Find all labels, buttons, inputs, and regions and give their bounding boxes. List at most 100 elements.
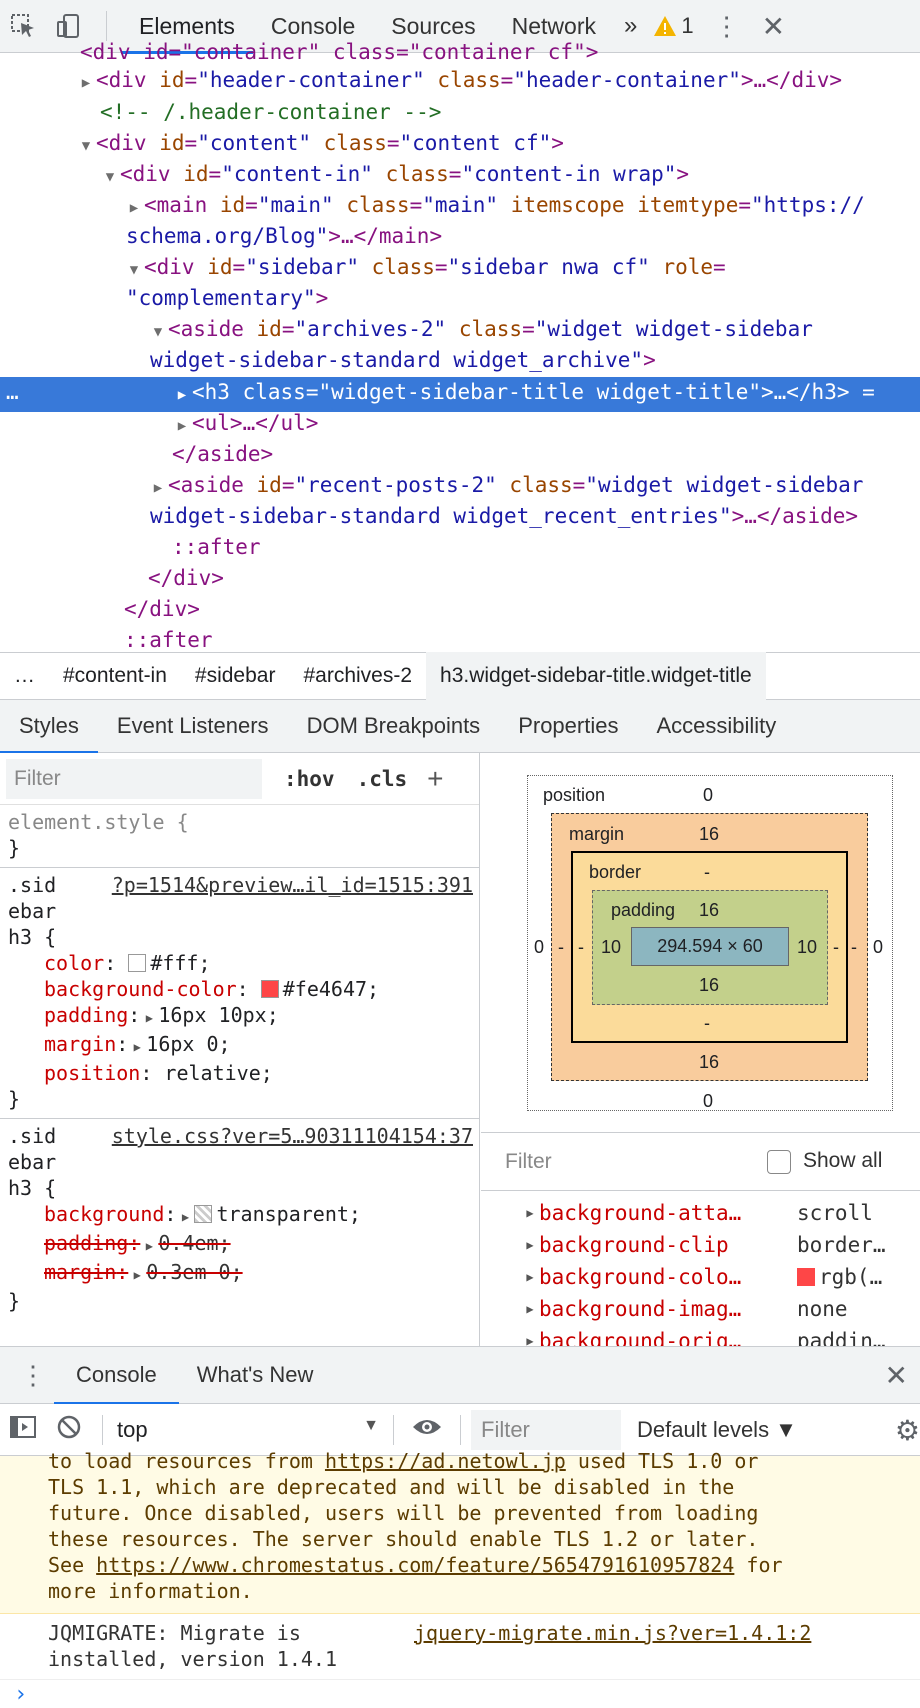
expand-arrow-icon[interactable]: ▶ bbox=[526, 1206, 534, 1220]
console-prompt-icon[interactable]: › bbox=[14, 1682, 28, 1707]
tab-dom-breakpoints[interactable]: DOM Breakpoints bbox=[306, 713, 481, 738]
dom-node-aside-close[interactable]: </aside> bbox=[172, 442, 274, 466]
computed-row[interactable]: ▶background-atta…scroll bbox=[481, 1197, 920, 1229]
computed-filter-input[interactable]: Filter bbox=[505, 1149, 552, 1173]
dom-node-container[interactable]: <div id="container" class="container cf"… bbox=[80, 40, 599, 64]
expand-arrow-icon[interactable]: ▶ bbox=[526, 1334, 534, 1348]
dom-node-recent-posts[interactable]: ▶<aside id="recent-posts-2" class="widge… bbox=[0, 470, 920, 505]
css-property[interactable]: background:▶transparent; bbox=[8, 1201, 479, 1230]
margin-bottom-value[interactable]: 16 bbox=[699, 1052, 720, 1072]
collapse-arrow-icon[interactable]: ▼ bbox=[153, 324, 163, 340]
expand-arrow-icon[interactable]: ▶ bbox=[181, 1210, 190, 1224]
show-all-checkbox[interactable] bbox=[767, 1150, 791, 1174]
padding-left-value[interactable]: 10 bbox=[601, 937, 622, 957]
dom-node-archives[interactable]: ▼<aside id="archives-2" class="widget wi… bbox=[0, 314, 920, 349]
hov-toggle[interactable]: :hov bbox=[284, 766, 335, 791]
breadcrumb-content-in[interactable]: #content-in bbox=[63, 664, 167, 687]
warnings-counter[interactable]: 1 bbox=[653, 13, 694, 39]
inspect-element-icon[interactable] bbox=[0, 0, 46, 53]
css-property-overridden[interactable]: padding:▶0.4em; bbox=[8, 1230, 479, 1259]
breadcrumb-sidebar[interactable]: #sidebar bbox=[194, 664, 276, 687]
padding-right-value[interactable]: 10 bbox=[797, 937, 818, 957]
console-link[interactable]: https://ad.netowl.jp bbox=[324, 1449, 566, 1473]
position-bottom-value[interactable]: 0 bbox=[703, 1091, 714, 1111]
tab-event-listeners[interactable]: Event Listeners bbox=[116, 713, 269, 738]
clear-console-icon[interactable] bbox=[46, 1414, 92, 1445]
dom-node-div-close[interactable]: </div> bbox=[148, 566, 224, 590]
color-swatch[interactable] bbox=[128, 954, 147, 972]
expand-arrow-icon[interactable]: ▶ bbox=[526, 1238, 534, 1252]
color-swatch[interactable] bbox=[797, 1268, 815, 1286]
tab-sources[interactable]: Sources bbox=[391, 12, 476, 39]
css-property-overridden[interactable]: margin:▶0.3em 0; bbox=[8, 1259, 479, 1288]
border-top-value[interactable]: - bbox=[704, 862, 710, 882]
expand-arrow-icon[interactable]: ▶ bbox=[129, 200, 139, 216]
transparent-swatch-icon[interactable] bbox=[194, 1205, 213, 1223]
dom-node-sidebar[interactable]: ▼<div id="sidebar" class="sidebar nwa cf… bbox=[0, 252, 920, 287]
tab-styles[interactable]: Styles bbox=[0, 700, 98, 754]
close-drawer-icon[interactable]: ✕ bbox=[884, 1360, 908, 1391]
dom-node-h3-selected[interactable]: …▶<h3 class="widget-sidebar-title widget… bbox=[0, 377, 920, 412]
breadcrumb-archives[interactable]: #archives-2 bbox=[303, 664, 413, 687]
element-style-rule[interactable]: element.style { } bbox=[0, 805, 479, 868]
dom-comment[interactable]: <!-- /.header-container --> bbox=[100, 100, 442, 124]
close-devtools-icon[interactable]: ✕ bbox=[761, 10, 786, 42]
rule-source-link[interactable]: ?p=1514&preview…il_id=1515:391 bbox=[111, 873, 473, 897]
style-rule-2[interactable]: style.css?ver=5…90311104154:37 .sid ebar… bbox=[0, 1119, 479, 1320]
live-expression-eye-icon[interactable] bbox=[404, 1417, 450, 1442]
log-levels-dropdown[interactable]: Default levels ▼ bbox=[637, 1416, 797, 1442]
tab-network[interactable]: Network bbox=[511, 12, 596, 39]
dom-pseudo-after[interactable]: ::after bbox=[124, 628, 213, 652]
dom-pseudo-after[interactable]: ::after bbox=[172, 535, 261, 559]
expand-arrow-icon[interactable]: ▶ bbox=[145, 1239, 153, 1253]
dom-node-div-close[interactable]: </div> bbox=[124, 597, 200, 621]
position-top-value[interactable]: 0 bbox=[703, 785, 714, 805]
css-property[interactable]: padding:▶16px 10px; bbox=[8, 1002, 479, 1031]
expand-arrow-icon[interactable]: ▶ bbox=[133, 1268, 141, 1282]
dom-tree[interactable]: <div id="container" class="container cf"… bbox=[0, 40, 920, 652]
css-property[interactable]: position: relative; bbox=[44, 1061, 273, 1085]
console-settings-gear-icon[interactable]: ⚙ bbox=[894, 1415, 920, 1446]
color-swatch[interactable] bbox=[260, 980, 279, 998]
dom-node-main-wrap[interactable]: schema.org/Blog">…</main> bbox=[126, 224, 443, 248]
collapse-arrow-icon[interactable]: ▼ bbox=[105, 169, 115, 185]
dom-node-main[interactable]: ▶<main id="main" class="main" itemscope … bbox=[0, 190, 920, 225]
computed-row[interactable]: ▶background-colo…rgb(… bbox=[481, 1261, 920, 1293]
customize-menu-icon[interactable]: ⋮ bbox=[713, 10, 740, 41]
expand-arrow-icon[interactable]: ▶ bbox=[145, 1011, 153, 1025]
box-content-size[interactable]: 294.594 × 60 bbox=[631, 927, 789, 966]
expand-arrow-icon[interactable]: ▶ bbox=[133, 1040, 141, 1054]
drawer-tab-console[interactable]: Console bbox=[54, 1347, 179, 1405]
tab-elements[interactable]: Elements bbox=[121, 0, 253, 54]
collapse-arrow-icon[interactable]: ▼ bbox=[129, 262, 139, 278]
tab-properties[interactable]: Properties bbox=[518, 713, 619, 738]
box-position[interactable] bbox=[527, 775, 893, 1111]
margin-top-value[interactable]: 16 bbox=[699, 824, 720, 844]
style-rule-1[interactable]: ?p=1514&preview…il_id=1515:391 .sid ebar… bbox=[0, 868, 479, 1119]
dom-node-header-container[interactable]: ▶<div id="header-container" class="heade… bbox=[0, 65, 920, 100]
padding-bottom-value[interactable]: 16 bbox=[699, 975, 720, 995]
margin-left-value[interactable]: - bbox=[558, 937, 564, 957]
margin-right-value[interactable]: - bbox=[851, 937, 857, 957]
more-tabs-icon[interactable]: » bbox=[624, 12, 638, 39]
css-property[interactable]: background-color: #fe4647; bbox=[44, 977, 380, 1001]
cls-toggle[interactable]: .cls bbox=[356, 766, 408, 791]
padding-top-value[interactable]: 16 bbox=[699, 900, 720, 920]
computed-row[interactable]: ▶background-imag…none bbox=[481, 1293, 920, 1325]
sidebar-toggle-icon[interactable] bbox=[0, 1415, 46, 1444]
drawer-tab-whats-new[interactable]: What's New bbox=[196, 1362, 314, 1387]
styles-filter-input[interactable]: Filter bbox=[6, 758, 262, 799]
position-left-value[interactable]: 0 bbox=[534, 937, 545, 957]
expand-arrow-icon[interactable]: ▶ bbox=[526, 1302, 534, 1316]
console-link[interactable]: https://www.chromestatus.com/feature/565… bbox=[96, 1553, 735, 1577]
device-toolbar-icon[interactable] bbox=[46, 0, 92, 53]
border-bottom-value[interactable]: - bbox=[704, 1013, 710, 1033]
expand-arrow-icon[interactable]: ▶ bbox=[81, 75, 91, 91]
css-property[interactable]: margin:▶16px 0; bbox=[8, 1031, 479, 1060]
expand-arrow-icon[interactable]: ▶ bbox=[177, 387, 187, 403]
dom-node-archives-wrap[interactable]: widget-sidebar-standard widget_archive"> bbox=[150, 348, 656, 372]
rule-source-link[interactable]: style.css?ver=5…90311104154:37 bbox=[111, 1124, 473, 1148]
tab-accessibility[interactable]: Accessibility bbox=[656, 713, 777, 738]
dom-node-sidebar-wrap[interactable]: "complementary"> bbox=[126, 286, 329, 310]
